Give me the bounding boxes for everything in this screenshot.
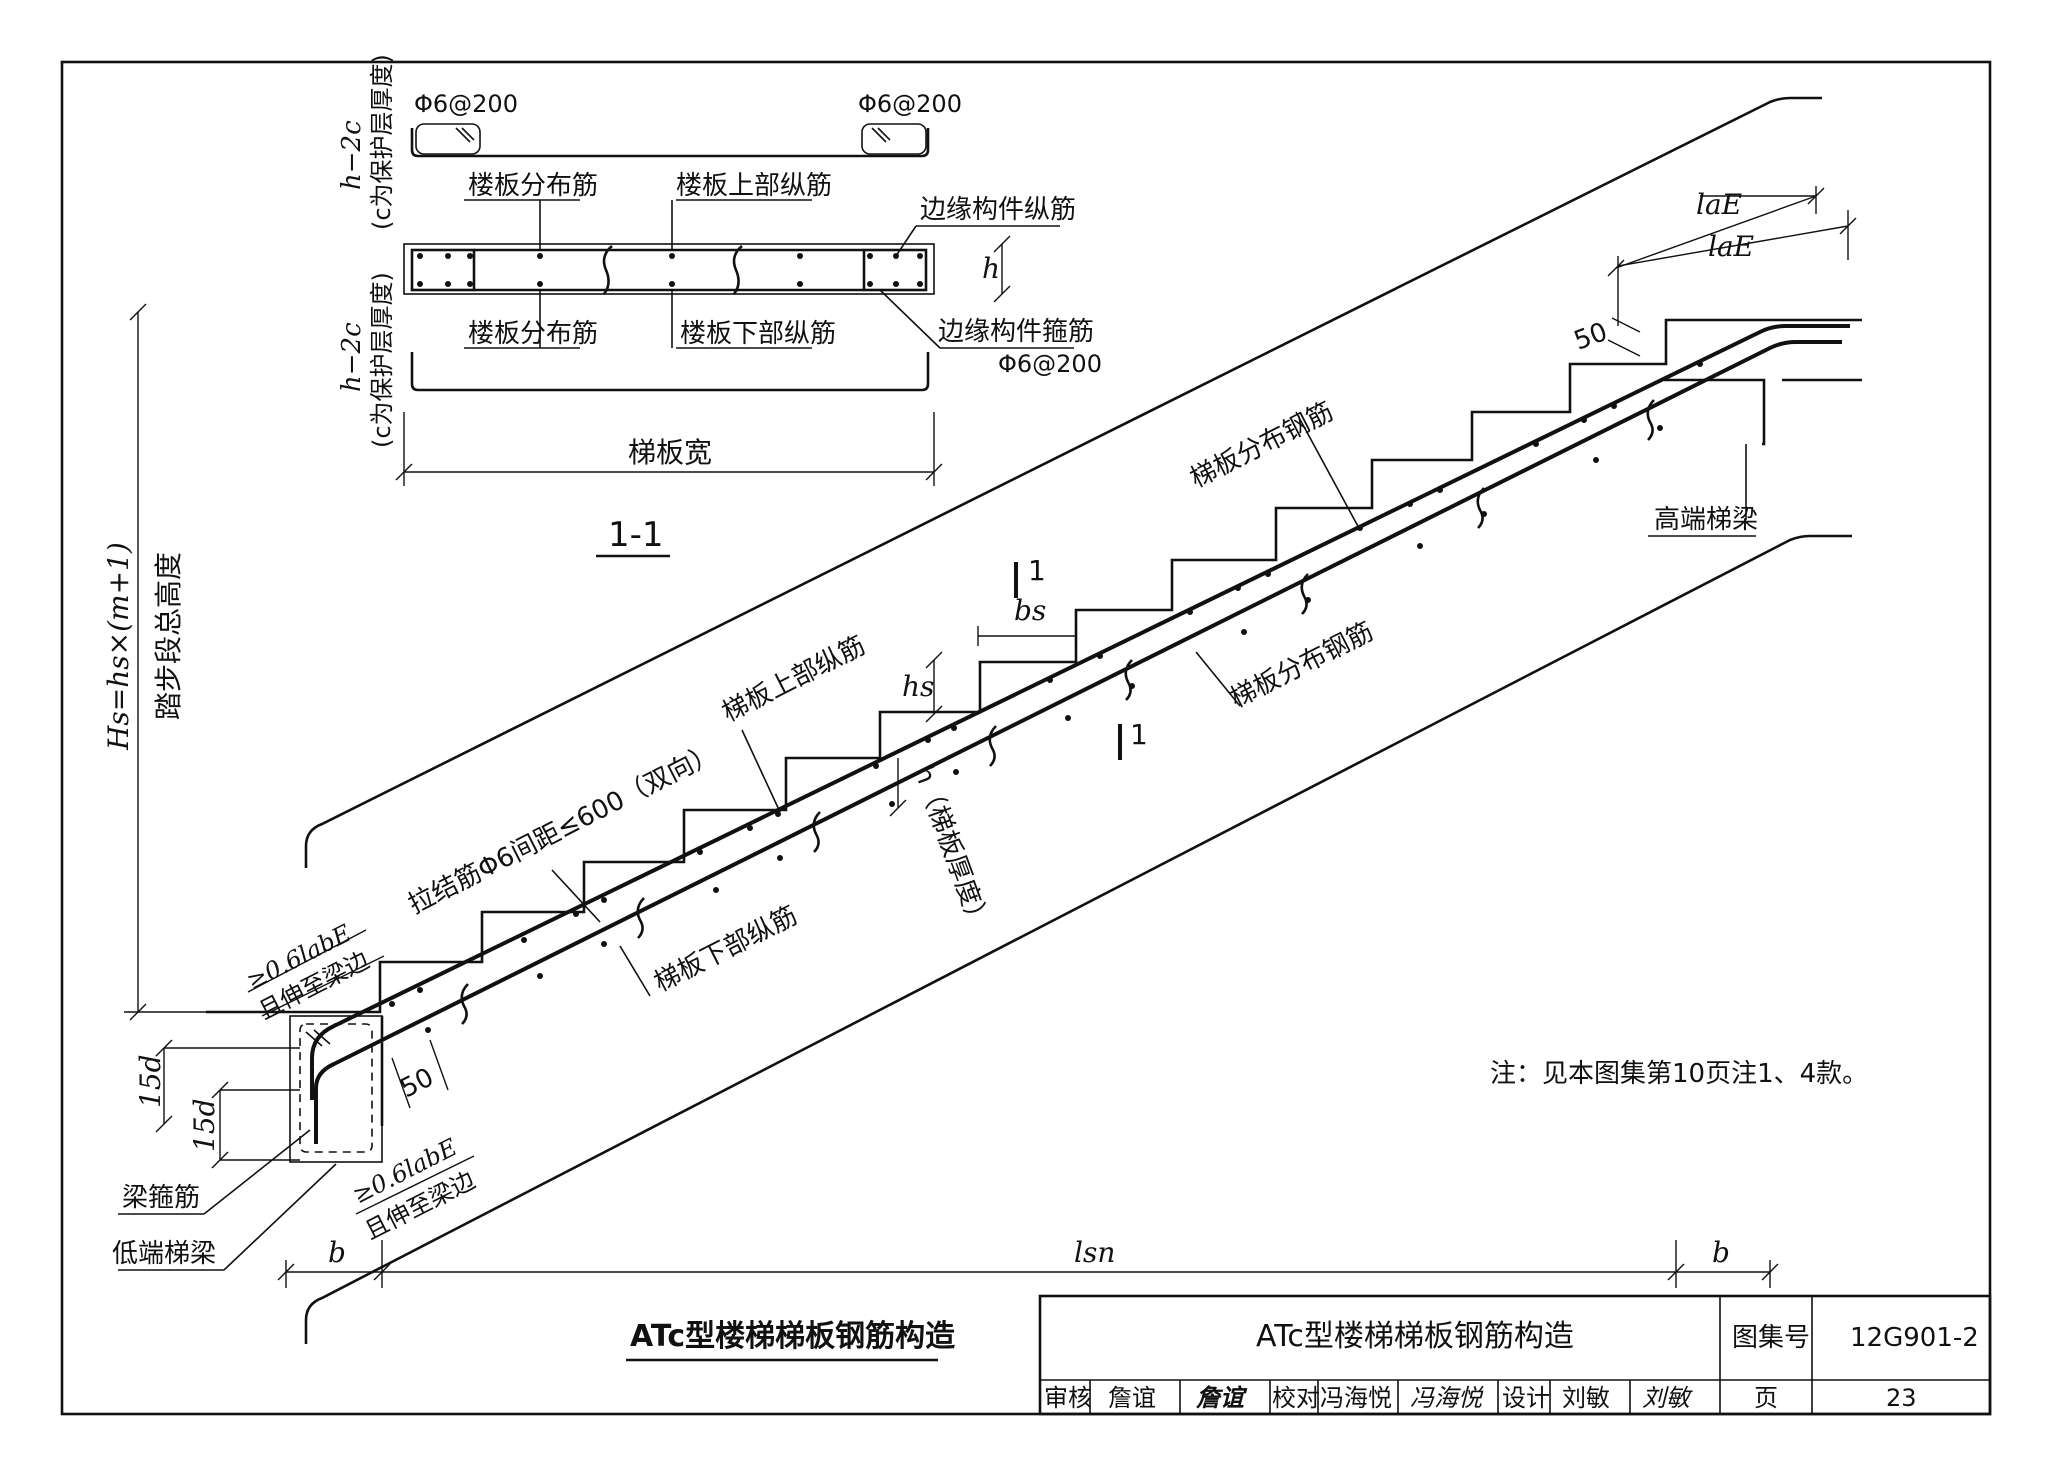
stair-high-beam: 高端梯梁 (1654, 505, 1758, 535)
section-stirrup-bottom: Φ6@200 (998, 350, 1102, 378)
low-beam-outline (289, 1015, 383, 1163)
stair-lae-inner: laE (1708, 230, 1754, 263)
stair-section-mark-bottom: 1 (1130, 718, 1148, 751)
stair-note: 注：见本图集第10页注1、4款。 (1490, 1059, 1868, 1089)
title-block-atlas-label: 图集号 (1732, 1323, 1810, 1353)
section-cover-note-bottom: (c为保护层厚度) (368, 272, 396, 448)
section-h2c-top: h−2c (337, 120, 367, 190)
stair-total-height-label: 踏步段总高度 (152, 552, 185, 720)
section-label-edge-long: 边缘构件纵筋 (920, 195, 1076, 225)
title-block-checker-sign: 冯海悦 (1410, 1384, 1484, 1412)
section-label-edge-stirrup: 边缘构件箍筋 (938, 317, 1094, 347)
section-h2c-bottom: h−2c (337, 322, 367, 392)
section-edge-stirrup-left (410, 248, 476, 292)
section-label-slab-dist-bottom: 楼板分布筋 (468, 319, 598, 349)
section-hook-right (861, 123, 927, 155)
title-block-atlas-no: 12G901-2 (1850, 1323, 1979, 1353)
stair-hs: hs (902, 670, 934, 703)
tie-bars (460, 399, 1655, 1025)
title-block-design-label: 设计 (1502, 1384, 1550, 1412)
stair-dist-bar-top: 梯板分布钢筋 (1186, 397, 1339, 495)
title-block-designer-sign: 刘敏 (1642, 1384, 1693, 1412)
section-label-slab-dist-top: 楼板分布筋 (468, 171, 598, 201)
stair-bottom-long-bar (314, 340, 1842, 1144)
section-label-slab-top-long: 楼板上部纵筋 (676, 171, 832, 201)
section-cover-note-top: (c为保护层厚度) (368, 54, 396, 230)
title-block-designer: 刘敏 (1562, 1384, 1610, 1412)
stair-section-mark-top: 1 (1028, 554, 1046, 587)
section-1-1: Φ6@200 Φ6@200 楼板分布筋 楼板上部纵筋 边缘构件纵筋 楼板分布筋 (337, 54, 1102, 558)
stair-total-height-formula: Hs=hs×(m+1) (102, 542, 135, 751)
stair-bs: bs (1014, 594, 1046, 627)
stair-b-left: b (328, 1236, 346, 1269)
stair-top-long-bar (310, 324, 1850, 1100)
section-bottom-u-bar (410, 352, 930, 392)
section-stirrup-top-left: Φ6@200 (414, 90, 518, 118)
title-block-reviewer: 詹谊 (1108, 1384, 1156, 1412)
title-block-review-label: 审核 (1044, 1384, 1092, 1412)
stair-lae-outer: laE (1696, 188, 1742, 221)
stair-low-beam: 低端梯梁 (112, 1239, 216, 1269)
section-rebar-dots (417, 253, 923, 287)
stair-lsn: lsn (1074, 1236, 1115, 1269)
title-block-reviewer-sign: 詹谊 (1196, 1383, 1248, 1412)
section-label-slab-bottom-long: 楼板下部纵筋 (680, 319, 836, 349)
drawing-frame (60, 60, 1992, 1416)
stair-dist-bar-bottom: 梯板分布钢筋 (1226, 617, 1379, 715)
title-block: ATc型楼梯梯板钢筋构造 图集号 12G901-2 审核 詹谊 詹谊 校对 冯海… (1038, 1294, 1992, 1416)
title-block-check-label: 校对 (1272, 1384, 1320, 1412)
stair-top-boundary (304, 96, 1822, 868)
distribution-dots (389, 361, 1703, 1033)
stair-top-long-label: 梯板上部纵筋 (718, 631, 871, 729)
stair-beam-stirrup: 梁箍筋 (122, 1183, 200, 1213)
section-stirrup-top-right: Φ6@200 (858, 90, 962, 118)
section-slab-outline (403, 243, 935, 295)
section-h-label: h (982, 252, 1000, 285)
stair-15d-1: 15d (134, 1054, 167, 1108)
section-width-label: 梯板宽 (628, 436, 712, 469)
title-block-checker: 冯海悦 (1320, 1384, 1392, 1412)
stair-15d-2: 15d (188, 1098, 221, 1152)
section-hook-left (415, 123, 481, 155)
stair-bottom-long-label: 梯板下部纵筋 (650, 901, 803, 999)
section-edge-stirrup-right (862, 248, 928, 292)
title-block-page-label: 页 (1754, 1384, 1778, 1412)
stair-fifty-top: 50 (1570, 317, 1611, 357)
title-block-title: ATc型楼梯梯板钢筋构造 (1256, 1319, 1574, 1354)
section-top-u-bar (410, 128, 930, 158)
stair-fifty-bottom: 50 (396, 1062, 439, 1104)
stair-h-thickness: h（梯板厚度） (907, 762, 994, 934)
section-title: 1-1 (608, 515, 664, 555)
stair-b-right: b (1712, 1236, 1730, 1269)
drawing-title: ATc型楼梯梯板钢筋构造 (630, 1319, 955, 1354)
stair-bottom-boundary (304, 534, 1852, 1344)
title-block-page-no: 23 (1886, 1384, 1917, 1412)
